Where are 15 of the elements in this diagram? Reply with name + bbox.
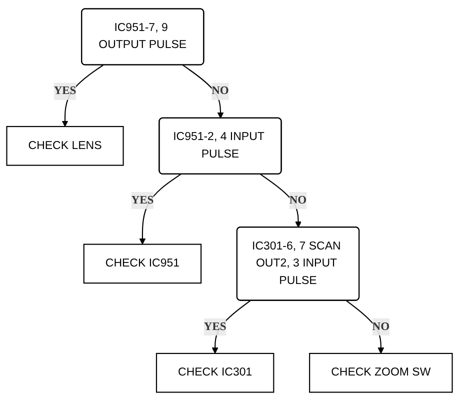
node-box: CHECK ZOOM SW (308, 352, 452, 393)
edge-label: YES (130, 194, 154, 206)
node-box: CHECK IC301 (155, 352, 274, 393)
arrow (182, 64, 224, 119)
node-box: CHECK LENS (6, 126, 124, 166)
edge-label: YES (53, 84, 76, 98)
edge-label: NO (372, 320, 390, 333)
arrow (346, 300, 384, 354)
arrow (61, 64, 103, 127)
edge-label: YES (203, 320, 226, 333)
arrow (138, 174, 180, 245)
node-box: CHECK IC951 (82, 244, 202, 284)
arrow (260, 174, 301, 228)
edge-label: NO (211, 84, 228, 98)
edge-label: NO (288, 194, 306, 206)
